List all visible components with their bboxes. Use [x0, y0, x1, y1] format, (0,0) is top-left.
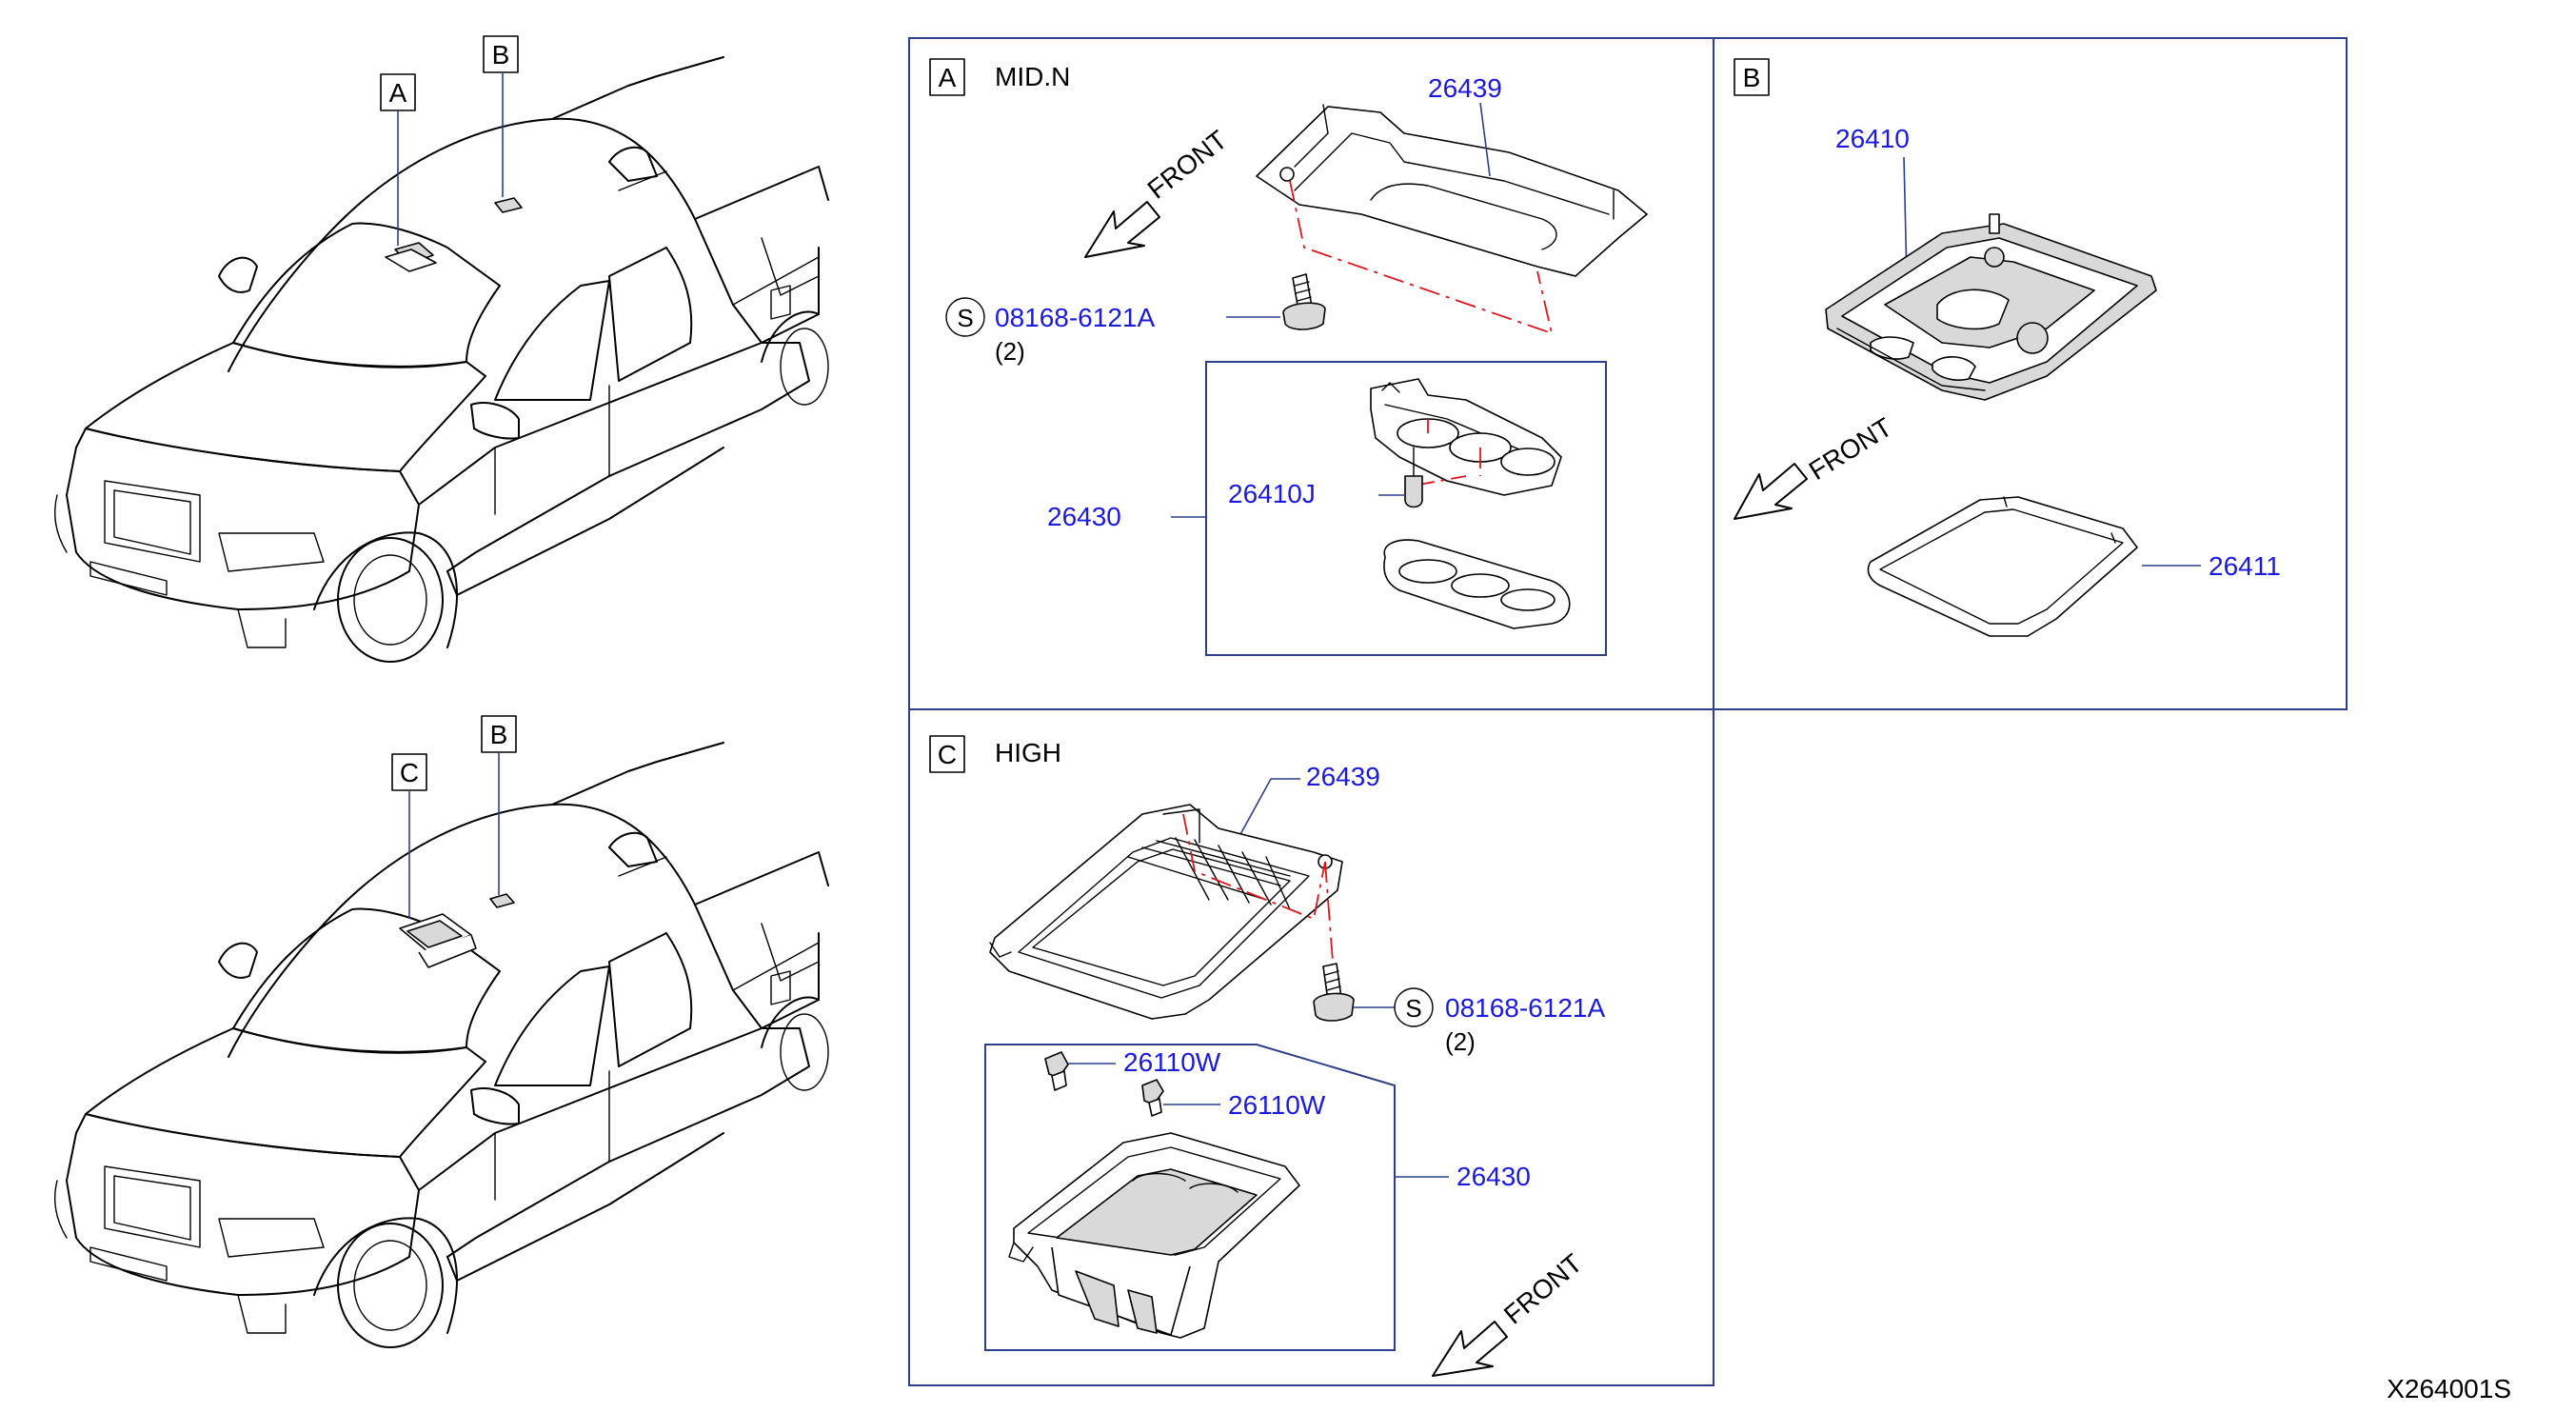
part-26411: 26411 — [2209, 551, 2281, 581]
overhead-console-part-icon — [1008, 1132, 1300, 1339]
panel-a-letter: A — [939, 63, 957, 92]
part-26430-c: 26430 — [1456, 1162, 1531, 1191]
panel-c: C HIGH 26439 S 08168-6121A (2) — [929, 735, 1605, 1377]
console-assy-box — [984, 1044, 1396, 1351]
front-label: FRONT — [1804, 412, 1897, 486]
panel-a-title: MID.N — [995, 62, 1070, 91]
screw-part-icon — [1313, 963, 1355, 1022]
room-lamp-part-icon — [1825, 213, 2157, 401]
callout-a-mid: A — [380, 73, 416, 246]
screw-symbol-circle-a — [945, 297, 985, 337]
panel-b-frame — [1713, 37, 2348, 710]
lens-cover-part-icon — [1867, 496, 2138, 637]
screw-qty-c: (2) — [1445, 1027, 1476, 1056]
part-26430-a: 26430 — [1047, 502, 1121, 531]
callout-b-mid: B — [483, 35, 519, 197]
callout-b-label: B — [492, 40, 510, 70]
lamp-assy-box — [1205, 361, 1607, 656]
screw-symbol-a: S — [957, 304, 973, 332]
screw-symbol-c: S — [1405, 994, 1421, 1023]
front-arrow-icon: FRONT — [1734, 412, 1897, 520]
panel-c-frame — [908, 708, 1714, 1386]
bulb-part-icon — [1404, 447, 1423, 508]
callout-c-high: C — [391, 753, 427, 919]
front-label: FRONT — [1142, 125, 1233, 205]
part-26439-c: 26439 — [1306, 762, 1380, 791]
lamp-housing-icon — [1370, 378, 1562, 496]
callout-b-high: B — [481, 715, 517, 895]
part-08168-6121A-c: 08168-6121A — [1445, 993, 1605, 1023]
panel-b-letter: B — [1743, 63, 1761, 92]
diagram-code: X264001S — [2387, 1374, 2511, 1403]
callout-b-label: B — [490, 720, 508, 749]
callout-a-label: A — [389, 78, 407, 108]
screw-symbol-circle-c — [1394, 987, 1434, 1027]
panel-a: A MID.N FRONT 26439 S 08168-6121A ( — [929, 58, 1648, 656]
clip-part-icon — [1141, 1079, 1164, 1117]
panel-c-letter: C — [938, 740, 957, 769]
part-26110W-1: 26110W — [1123, 1047, 1221, 1077]
panel-c-title: HIGH — [995, 738, 1061, 767]
front-arrow-icon: FRONT — [1084, 125, 1233, 258]
front-label: FRONT — [1498, 1248, 1588, 1330]
part-26110W-2: 26110W — [1228, 1090, 1326, 1120]
screw-qty-a: (2) — [995, 337, 1025, 366]
bracket-part-icon — [1256, 104, 1648, 277]
truck-illustration-mid — [54, 56, 829, 663]
panel-b: B 26410 FRONT 26411 — [1734, 58, 2281, 637]
frame-bracket-part-icon — [989, 804, 1343, 1020]
screw-part-icon — [1282, 273, 1326, 330]
truck-illustration-high — [54, 742, 829, 1348]
part-26410: 26410 — [1835, 124, 1910, 153]
front-arrow-icon: FRONT — [1432, 1248, 1588, 1377]
part-26439-a: 26439 — [1428, 73, 1502, 103]
clip-part-icon — [1044, 1051, 1069, 1091]
lens-part-icon — [1383, 539, 1571, 629]
part-26410J: 26410J — [1228, 479, 1316, 508]
callout-c-label: C — [400, 758, 419, 787]
part-08168-6121A-a: 08168-6121A — [995, 303, 1155, 332]
